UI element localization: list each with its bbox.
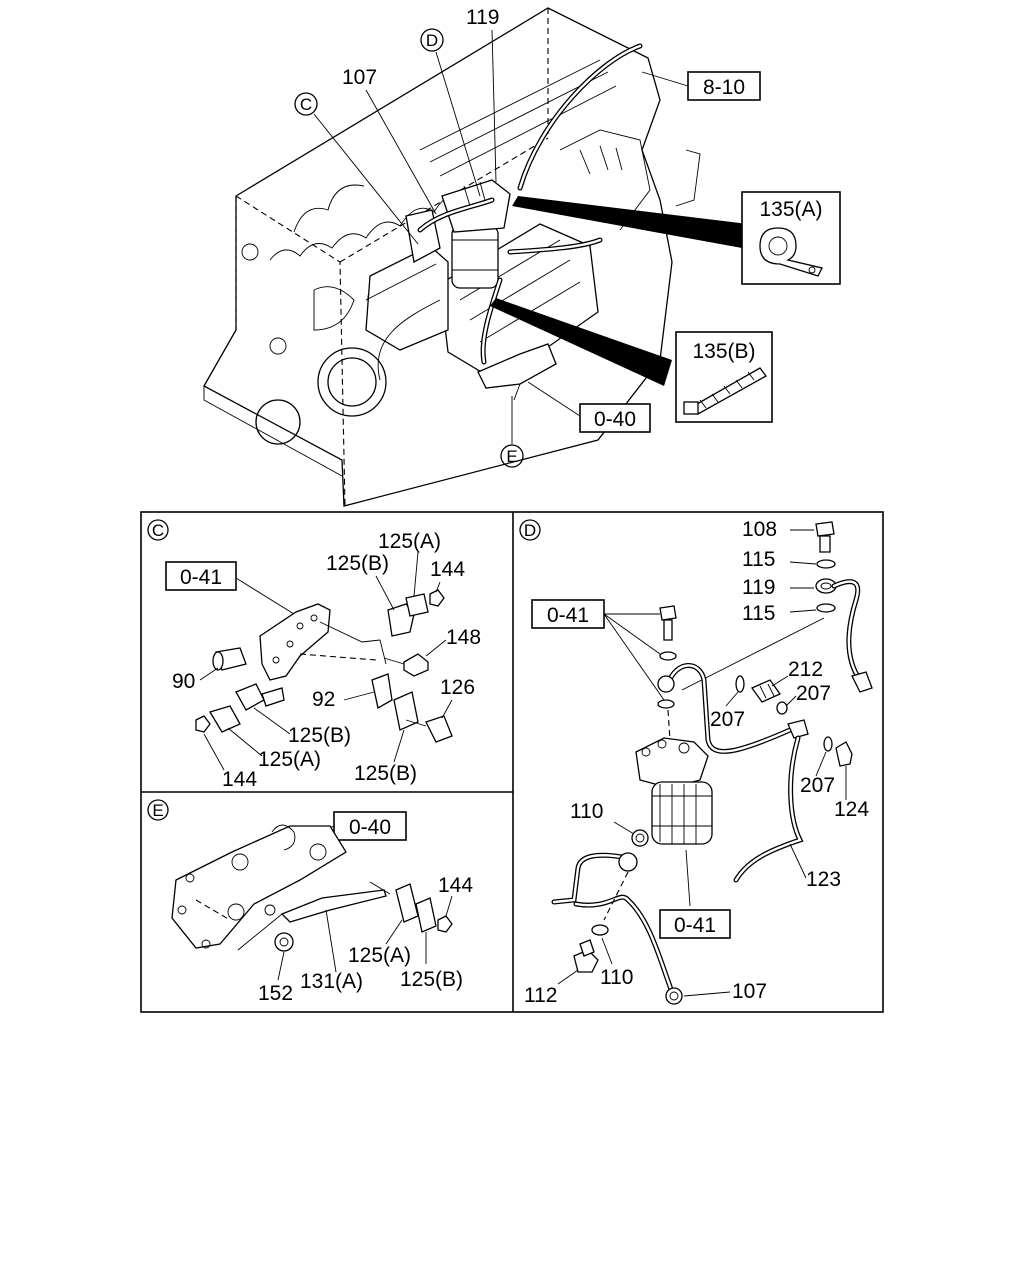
label-148: 148 <box>446 626 481 649</box>
clip-92 <box>371 673 393 710</box>
clip-125a-top <box>405 593 429 617</box>
label-108: 108 <box>742 518 777 541</box>
cable-tie-135b-icon <box>683 367 767 415</box>
bolt-126 <box>425 715 453 743</box>
label-107-main: 107 <box>342 66 377 89</box>
callout-e-text: E <box>506 447 517 466</box>
label-119-main: 119 <box>466 6 499 29</box>
panel-e: E 0-40 131(A) 152 144 125(A) 125(B) <box>147 799 473 1005</box>
panel-c-tag: C <box>152 521 164 540</box>
callout-c-text: C <box>300 95 312 114</box>
filter-head <box>635 737 709 789</box>
label-144-bot: 144 <box>222 768 257 791</box>
bracket-part-c <box>259 603 331 681</box>
engine-assembly-view <box>203 7 748 507</box>
ref-box-0-41-c <box>165 561 237 591</box>
p-clip-135a-icon <box>759 227 823 277</box>
label-207-a: 207 <box>710 708 745 731</box>
washer-207-a <box>735 675 745 693</box>
label-135a: 135(A) <box>759 198 822 221</box>
clip-125b-mid <box>235 683 265 711</box>
label-144-top: 144 <box>430 558 465 581</box>
label-125a-bot: 125(A) <box>258 748 321 771</box>
washer-110-bot <box>591 924 609 936</box>
housing-e <box>171 825 347 949</box>
label-207-c: 207 <box>800 774 835 797</box>
label-119-d: 119 <box>742 576 775 599</box>
label-131a: 131(A) <box>300 970 363 993</box>
clip-125a-e <box>395 883 419 923</box>
ref-0-41-c-text: 0-41 <box>180 566 222 589</box>
label-125a-e: 125(A) <box>348 944 411 967</box>
bolt-148 <box>403 653 429 677</box>
nut-152 <box>274 932 294 952</box>
label-110-top: 110 <box>570 800 603 823</box>
washer-115-top <box>816 559 836 569</box>
label-92: 92 <box>312 688 335 711</box>
label-212: 212 <box>788 658 823 681</box>
label-135b: 135(B) <box>692 340 755 363</box>
nut-144-top <box>429 589 445 607</box>
nut-144-e <box>437 915 453 933</box>
callout-d-text: D <box>426 31 438 50</box>
clip-125b-bot <box>393 691 419 731</box>
label-112: 112 <box>524 984 557 1007</box>
panel-d-tag: D <box>524 521 536 540</box>
callout-circle-c <box>294 92 318 116</box>
nut-124 <box>835 741 853 767</box>
callout-circle-d <box>420 28 444 52</box>
bolt-108 <box>815 521 835 537</box>
label-90: 90 <box>172 670 195 693</box>
clip-125b-e <box>415 897 437 933</box>
label-107-d: 107 <box>732 980 767 1003</box>
label-115-top: 115 <box>742 548 775 571</box>
label-125b-mid: 125(B) <box>288 724 351 747</box>
label-125a-top: 125(A) <box>378 530 441 553</box>
ref-0-41-d-top-text: 0-41 <box>547 604 589 627</box>
callout-circle-e <box>500 444 524 468</box>
washer-207-b <box>776 701 788 715</box>
label-110-bot: 110 <box>600 966 633 989</box>
panel-c: C 0-41 90 148 125(A) 125(B) 144 92 <box>147 519 481 791</box>
ref-box-0-41-d-top <box>531 599 605 629</box>
label-207-b: 207 <box>796 682 831 705</box>
ref-box-0-41-d-bot <box>659 909 731 939</box>
label-125b-e: 125(B) <box>400 968 463 991</box>
clip-125b-top <box>387 603 415 637</box>
ref-0-41-d-bot-text: 0-41 <box>674 914 716 937</box>
label-124: 124 <box>834 798 869 821</box>
panel-d: D 108 115 119 115 0-41 <box>519 518 873 1007</box>
label-125b-bot: 125(B) <box>354 762 417 785</box>
ref-8-10-text: 8-10 <box>703 76 745 99</box>
label-115-bot: 115 <box>742 602 775 625</box>
washer-115-bot <box>816 603 836 613</box>
label-144-e: 144 <box>438 874 473 897</box>
ref-0-40-main-text: 0-40 <box>594 408 636 431</box>
nut-144-bot <box>195 715 211 733</box>
detail-panels-frame <box>140 511 884 1013</box>
ref-box-0-40-main <box>579 403 651 433</box>
label-125b-top: 125(B) <box>326 552 389 575</box>
filter-cartridge <box>651 781 713 845</box>
ref-0-40-e-text: 0-40 <box>349 816 391 839</box>
label-123: 123 <box>806 868 841 891</box>
label-126: 126 <box>440 676 475 699</box>
washer-110-top <box>631 829 649 847</box>
washer-207-c <box>823 736 833 752</box>
clip-125a-bot <box>209 705 241 733</box>
label-152: 152 <box>258 982 293 1005</box>
panel-e-tag: E <box>152 801 163 820</box>
bracket-131a <box>280 889 387 923</box>
